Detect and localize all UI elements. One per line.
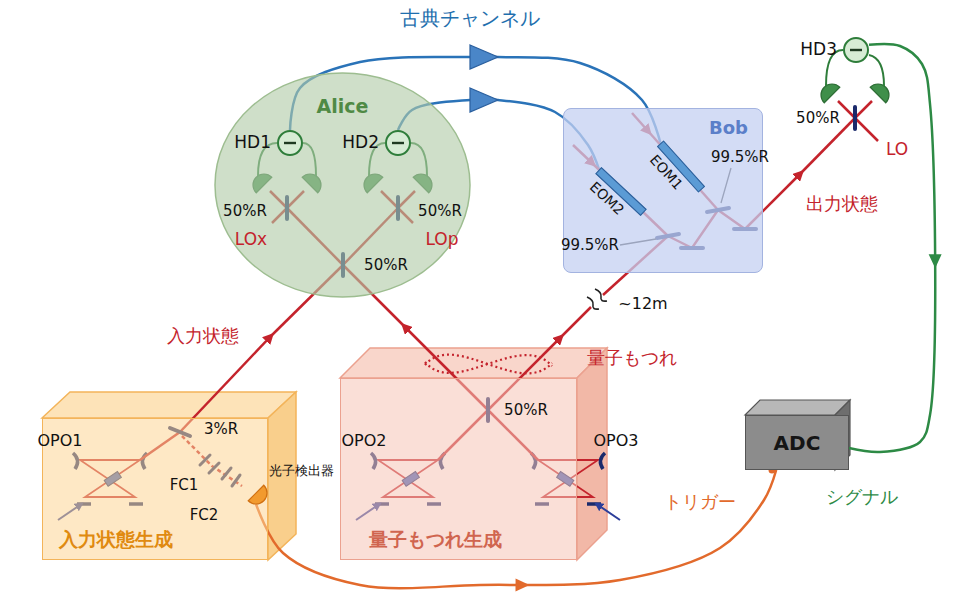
region-outline (215, 73, 470, 297)
part-label: 50%R (504, 402, 548, 419)
photon-detector: 光子検出器 (245, 482, 267, 504)
part-label: 量子もつれ (587, 348, 677, 369)
laser-beams (560, 307, 591, 338)
part-label: 50%R (364, 257, 408, 274)
minus-symbol (850, 49, 862, 51)
connector-label: トリガー (662, 492, 738, 513)
arrowhead (515, 578, 529, 591)
amplifier-symbol (470, 45, 498, 112)
part-label: 入力状態 (167, 326, 239, 347)
node-label: EOM1 (647, 151, 686, 192)
connector-path (849, 44, 935, 452)
laser-beams (855, 118, 878, 141)
detector-wires (869, 55, 884, 86)
node-label: HD1 (234, 133, 271, 153)
node-label: Bob (709, 118, 748, 139)
homodyne-detector-outline (385, 130, 411, 156)
box-faces (42, 392, 296, 418)
homodyne-detector: HD1 (277, 130, 303, 156)
eom-modulator: EOM1 (657, 140, 705, 192)
box-faces (42, 348, 850, 560)
detector-half-disc (248, 485, 271, 508)
part-label: FC2 (190, 507, 219, 524)
amplifier-symbol (470, 88, 498, 112)
adc-box: ADC (745, 415, 849, 470)
homodyne-detector: HD3 (843, 37, 869, 63)
node-label: 光子検出器 (269, 464, 334, 479)
break-mark (587, 289, 607, 309)
node-label: 入力状態生成 (59, 529, 173, 551)
connector-label: シグナル (824, 487, 900, 508)
part-label: FC1 (170, 477, 199, 494)
node-label: ADC (746, 431, 848, 454)
detector-circle (844, 38, 868, 62)
part-label: LOp (425, 230, 458, 250)
detector-circle (278, 131, 302, 155)
homodyne-detectors (816, 79, 839, 102)
node-label: EOM2 (587, 178, 628, 218)
part-label: 50%R (796, 110, 840, 127)
homodyne-detectors (870, 79, 893, 102)
alice-region: HD1 HD2 Alice (214, 72, 471, 298)
arrowhead (929, 254, 942, 268)
photon-detector-outline (245, 482, 267, 504)
homodyne-detector-outline (277, 130, 303, 156)
break-mark (595, 289, 607, 301)
signal-connector (849, 44, 942, 452)
eom-modulator: EOM2 (595, 167, 646, 216)
node-label: 量子もつれ生成 (369, 529, 502, 551)
channel-label: 古典チャンネル (400, 7, 540, 30)
part-label: 3%R (204, 421, 238, 438)
beam-splitters (853, 107, 857, 129)
part-label: ~12m (618, 295, 667, 313)
amplifier-symbol (470, 45, 498, 69)
part-label: 99.5%R (561, 237, 619, 254)
part-label: 50%R (223, 203, 267, 220)
part-label: 99.5%R (711, 149, 769, 166)
part-label: LO (886, 140, 908, 160)
homodyne-detector: HD2 (385, 130, 411, 156)
minus-symbol (284, 142, 296, 144)
part-label: 出力状態 (806, 194, 878, 215)
break-mark (587, 297, 599, 309)
homodyne-detector-outline (843, 37, 869, 63)
box-faces (340, 348, 607, 378)
part-label: OPO3 (593, 432, 638, 450)
box-faces (745, 400, 850, 415)
node-label: Alice (214, 96, 471, 118)
node-label: HD3 (800, 40, 837, 60)
part-label: OPO2 (341, 432, 386, 450)
part-label: LOx (235, 230, 267, 250)
part-label: OPO1 (37, 432, 82, 450)
laser-beams (855, 101, 872, 118)
minus-symbol (392, 142, 404, 144)
detector-circle (386, 131, 410, 155)
laser-beams (838, 101, 855, 118)
part-label: 50%R (418, 203, 462, 220)
node-label: HD2 (342, 133, 379, 153)
